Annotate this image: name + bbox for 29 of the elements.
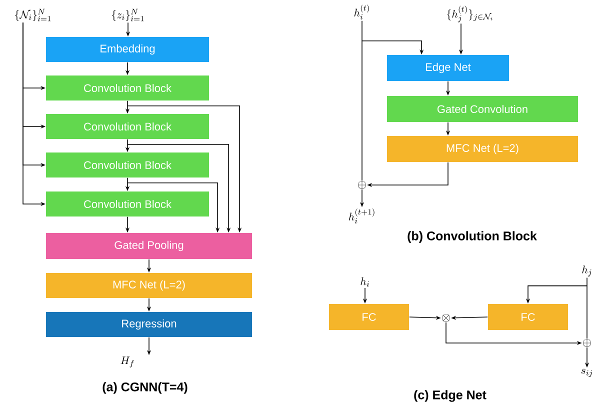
math-label: $s_{ij}$ <box>581 368 592 378</box>
panel-caption: (a) CGNN(T=4) <box>102 382 188 394</box>
math-label: $h_j$ <box>582 266 592 276</box>
process-box: FC <box>488 304 568 330</box>
process-box: Convolution Block <box>46 192 209 216</box>
panel-caption: (c) Edge Net <box>414 390 486 402</box>
process-box: Convolution Block <box>46 76 209 100</box>
process-box: Gated Convolution <box>387 96 578 122</box>
math-label: $\{\mathcal{N}_i\}_{i=1}^N$ <box>15 8 51 22</box>
process-box: Gated Pooling <box>46 233 252 259</box>
process-box: Convolution Block <box>46 152 209 178</box>
math-label: $h_i^{(t)}$ <box>354 4 369 20</box>
panel-caption: (b) Convolution Block <box>408 231 537 243</box>
operator-symbol: $\oplus$ <box>358 181 366 189</box>
operator-symbol: $\otimes$ <box>442 314 450 322</box>
operator-symbol: $\oplus$ <box>583 339 591 347</box>
math-label: $h_i^{(t+1)}$ <box>348 208 374 224</box>
math-label: $H_f$ <box>120 356 134 368</box>
connector-line <box>586 277 588 339</box>
process-box: MFC Net (L=2) <box>46 273 252 298</box>
math-label: $\{h_j^{(t)}\}_{j\in\mathcal{N}_i}$ <box>446 6 492 22</box>
process-box: MFC Net (L=2) <box>387 136 578 162</box>
process-box: Edge Net <box>387 55 509 81</box>
math-label: $h_i$ <box>360 277 369 287</box>
process-box: Convolution Block <box>46 114 209 139</box>
process-box: Regression <box>46 312 252 337</box>
math-label: $\{z_i\}_{i=1}^N$ <box>112 8 144 22</box>
process-box: Embedding <box>46 37 209 62</box>
process-box: FC <box>329 304 409 330</box>
